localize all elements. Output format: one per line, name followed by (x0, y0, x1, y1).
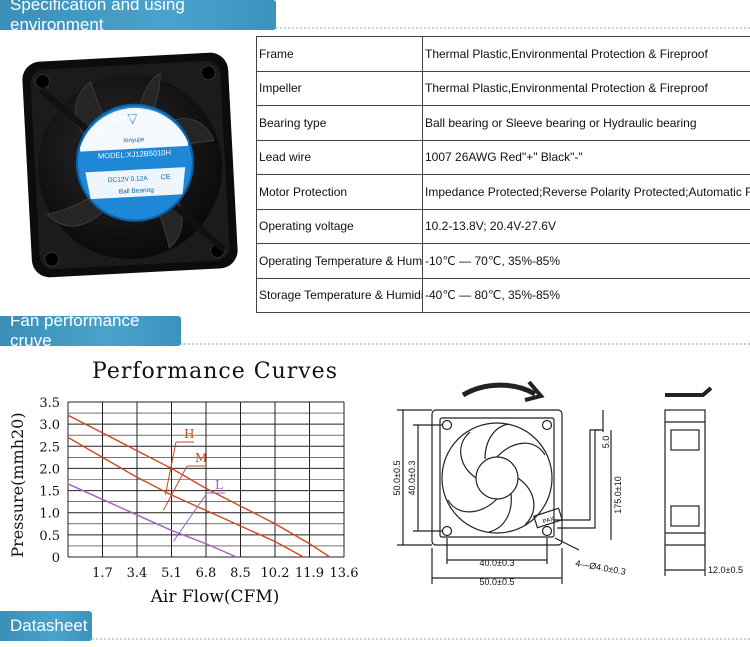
series-label: H (184, 427, 194, 441)
dim-wire-length: 175.0±10 (613, 476, 623, 513)
section-title: Specification and using environment (10, 0, 185, 34)
label-leader (162, 465, 188, 511)
wire-label: PAX (542, 516, 555, 525)
y-tick-label: 0 (52, 551, 60, 566)
dim-hole-bottom: 40.0±0.3 (480, 558, 515, 568)
divider (276, 27, 750, 29)
bearing-label: Ball Bearing (119, 187, 155, 196)
x-tick-label: 13.6 (330, 566, 359, 581)
y-tick-label: 0.5 (39, 529, 60, 544)
dim-hole-left: 40.0±0.3 (407, 461, 417, 496)
y-tick-label: 1.5 (39, 485, 60, 500)
spec-key: Motor Protection (256, 174, 423, 210)
spec-key: Lead wire (256, 139, 423, 175)
rating-label: DC12V 0.12A (108, 175, 149, 184)
dim-total-bottom: 50.0±0.5 (480, 577, 515, 587)
series-line-l (67, 483, 237, 558)
spec-key: Impeller (256, 70, 423, 106)
y-tick-label: 3.5 (39, 396, 60, 411)
y-tick-label: 2.0 (39, 462, 60, 477)
series-label: L (215, 478, 223, 492)
dim-total-left: 50.0±0.5 (392, 461, 402, 496)
spec-value: -10℃ — 70℃, 35%-85% (422, 243, 750, 279)
model-label: MODEL:XJ12B5010H (98, 148, 171, 161)
divider (181, 343, 750, 345)
x-tick-label: 8.5 (230, 566, 251, 581)
series-label: M (195, 451, 207, 465)
y-tick-label: 3.0 (39, 418, 60, 433)
dim-holes: 4—Ø4.0±0.3 (575, 558, 627, 577)
spec-value: Ball bearing or Sleeve bearing or Hydrau… (422, 105, 750, 141)
x-tick-label: 3.4 (127, 566, 148, 581)
x-tick-label: 11.9 (295, 566, 324, 581)
chart-title: Performance Curves (92, 359, 338, 384)
spec-key: Storage Temperature & Humidity (256, 277, 423, 313)
section-banner-performance: Fan performance cruve (0, 311, 181, 350)
spec-key: Operating Temperature & Humidit (256, 243, 423, 279)
spec-value: 1007 26AWG Red"+" Black"-" (422, 139, 750, 175)
ce-mark: CE (161, 174, 171, 182)
series-line-h (67, 414, 331, 558)
spec-value: 10.2-13.8V; 20.4V-27.6V (422, 208, 750, 244)
spec-row: Operating Temperature & Humidit-10℃ — 70… (256, 243, 750, 279)
section-title: Fan performance cruve (10, 311, 140, 350)
y-axis-label: Pressure(mmh20) (8, 412, 27, 557)
x-tick-label: 5.1 (161, 566, 182, 581)
spec-key: Frame (256, 36, 423, 72)
label-leader (173, 492, 208, 542)
x-axis-label: Air Flow(CFM) (150, 587, 280, 607)
spec-value: -40℃ — 80℃, 35%-85% (422, 277, 750, 313)
plot-area: 3.5 3.0 2.5 2.0 1.5 1.0 0.5 0 1.7 3.4 5.1 6.8 8.5 10.… (39, 396, 358, 581)
logo-text: Xinyujie (123, 137, 145, 144)
performance-chart: Performance Curves 3.5 3.0 2.5 2.0 1.5 1.0 0.5… (8, 359, 358, 607)
x-tick-label: 1.7 (92, 566, 113, 581)
spec-key: Bearing type (256, 105, 423, 141)
dimension-drawing: 40.0±0.3 50.0±0.5 50.0±0.5 40.0±0.3 5.0 … (392, 380, 743, 587)
section-banner-datasheet: Datasheet (0, 611, 92, 641)
dim-wire-top: 5.0 (601, 436, 611, 449)
label-leader (164, 441, 177, 495)
fan-product-image: ▽ Xinyujie MODEL:XJ12B5010H DC12V 0.12A … (22, 52, 238, 278)
y-tick-label: 1.0 (39, 507, 60, 522)
section-title: Datasheet (10, 616, 88, 635)
spec-value: Impedance Protected;Reverse Polarity Pro… (422, 174, 750, 210)
spec-value: Thermal Plastic,Environmental Protection… (422, 36, 750, 72)
x-tick-label: 6.8 (196, 566, 217, 581)
rotation-arrow-icon (461, 382, 537, 398)
section-banner-spec: Specification and using environment (0, 0, 276, 34)
series-line-m (67, 436, 304, 558)
spec-value: Thermal Plastic,Environmental Protection… (422, 70, 750, 106)
spec-key: Operating voltage (256, 208, 423, 244)
y-tick-label: 2.5 (39, 440, 60, 455)
logo-icon: ▽ (127, 111, 138, 127)
fan-outline (431, 409, 563, 546)
divider (92, 638, 750, 640)
x-tick-label: 10.2 (261, 566, 290, 581)
dim-thickness: 12.0±0.5 (708, 565, 743, 575)
spec-row: Storage Temperature & Humidity-40℃ — 80℃… (256, 277, 750, 313)
